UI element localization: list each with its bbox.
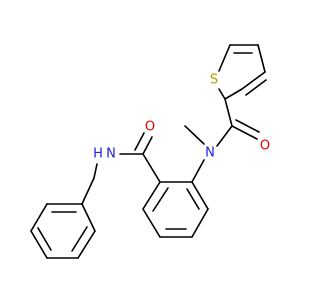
- atom-labels: S O N O N H: [93, 73, 270, 162]
- bond-carbonyl2-o-double: [134, 132, 145, 151]
- atom-label-oxygen-thiophene-amide: O: [260, 139, 270, 154]
- bond-ar5-ar6: [191, 208, 209, 238]
- atom-label-sulfur: S: [210, 73, 218, 88]
- bond-ph4-ph5: [30, 230, 48, 259]
- bond-ar2-carbonyl: [142, 153, 161, 183]
- n-methyl-group: [184, 125, 205, 183]
- bond-carbonyl-n: [216, 125, 233, 147]
- bond-c2-carbonyl: [224, 98, 233, 127]
- bond-carbonyl2-o: [142, 136, 153, 155]
- bond-n-methyl: [184, 125, 205, 145]
- bond-ar2-ar3-double: [152, 187, 169, 212]
- atom-label-nitrogen-methyl-amide: N: [205, 146, 215, 161]
- bond-carbonyl-o: [231, 125, 258, 140]
- central-benzene-ring: [142, 181, 209, 238]
- benzamide-group: [119, 132, 161, 183]
- bond-ph2-ph3: [77, 230, 96, 259]
- molecule-structure: S O N O N H: [30, 44, 270, 259]
- bond-c2-c3: [241, 71, 266, 90]
- benzyl-group: [30, 163, 98, 259]
- bond-c5-s: [218, 44, 231, 72]
- bond-ar3-ar4: [142, 208, 161, 238]
- atom-label-hydrogen-benzyl-amide: H: [93, 147, 103, 162]
- atom-label-nitrogen-benzyl-amide: N: [106, 147, 116, 162]
- bond-ph4-ph5-double: [37, 227, 52, 251]
- thiophene-carboxamide: [216, 98, 260, 147]
- thiophene-ring: [218, 44, 267, 100]
- bond-ch2-ph: [81, 177, 95, 205]
- bond-ar6-ar1: [191, 181, 209, 210]
- atom-label-oxygen-benzamide: O: [145, 120, 155, 135]
- bond-ph5-ph6: [30, 203, 48, 232]
- bond-carbonyl-o-double: [235, 119, 260, 133]
- bond-c3-c4: [257, 44, 266, 73]
- bond-s-c2-inner: [218, 88, 226, 100]
- bond-ph2-ph3-double: [71, 226, 88, 252]
- bond-ar2-ar3: [142, 181, 161, 210]
- bond-ar6-ar1-double: [186, 188, 200, 210]
- bond-n-aryl: [191, 159, 205, 183]
- bond-s-c2: [224, 88, 243, 100]
- bond-c2-c3-double: [245, 79, 267, 96]
- bond-n-ch2: [93, 163, 98, 179]
- bond-ph1-ph2: [81, 203, 96, 232]
